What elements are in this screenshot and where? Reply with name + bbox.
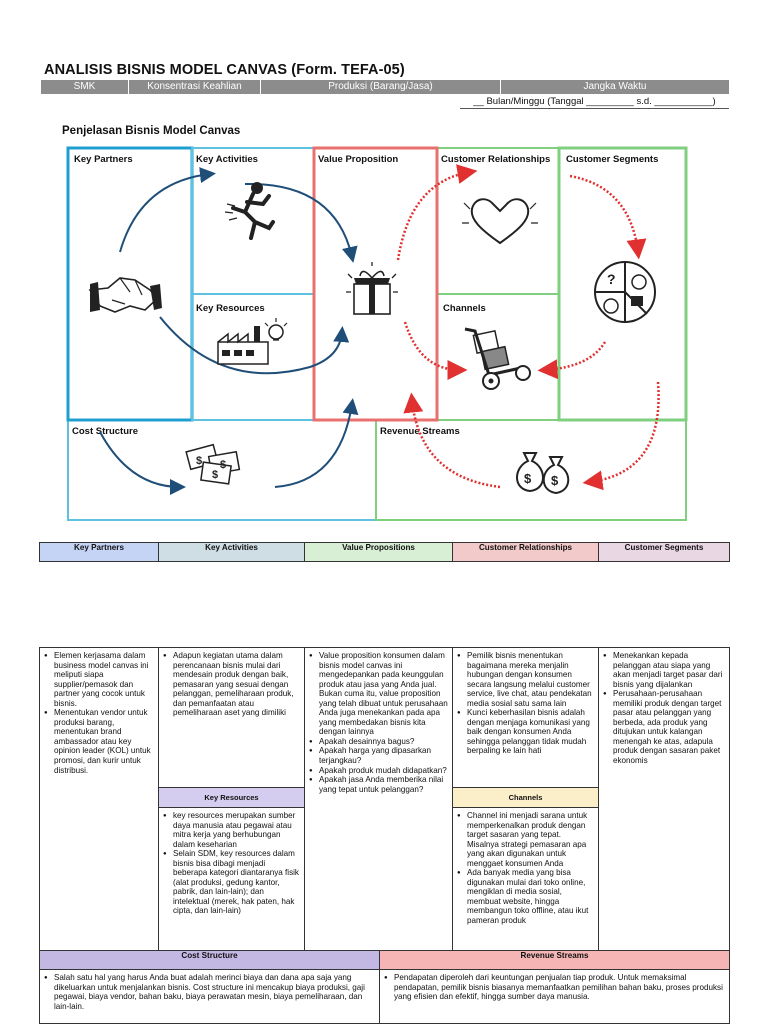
- arrow-value-to-channels: [403, 321, 468, 380]
- list-item: Ada banyak media yang bisa digunakan mul…: [457, 868, 594, 925]
- list-item: Apakah harga yang dipasarkan terjangkau?: [309, 746, 448, 765]
- hand-truck-icon: [464, 327, 531, 390]
- header-key-partners: Key Partners: [39, 542, 159, 562]
- list-item: Pemilik bisnis menentukan bagaimana mere…: [457, 651, 594, 708]
- list-item: Apakah jasa Anda memberika nilai yang te…: [309, 775, 448, 794]
- canvas-title: Penjelasan Bisnis Model Canvas: [62, 125, 241, 137]
- header-col-smk: SMK: [41, 80, 129, 94]
- header-channels: Channels: [453, 788, 598, 807]
- arrow-partners-to-activities: [119, 167, 216, 253]
- list-item: Apakah produk mudah didapatkan?: [309, 766, 448, 777]
- gift-box-icon: [346, 262, 398, 315]
- label-cost-structure: Cost Structure: [72, 426, 138, 437]
- label-customer-relationships: Customer Relationships: [441, 154, 550, 165]
- bmc-cost-revenue-table: Cost Structure Revenue Streams Salah sat…: [39, 950, 730, 1024]
- list-item: key resources merupakan sumber daya manu…: [163, 811, 300, 849]
- arrow-cost-partners: [99, 431, 186, 495]
- cell-cost-structure: Salah satu hal yang harus Anda buat adal…: [39, 969, 380, 1024]
- header-customer-segments: Customer Segments: [598, 542, 730, 562]
- document-title: ANALISIS BISNIS MODEL CANVAS (Form. TEFA…: [44, 62, 405, 78]
- svg-text:$: $: [220, 459, 226, 471]
- cell-revenue-streams: Pendapatan diperoleh dari keuntungan pen…: [379, 969, 730, 1024]
- cell-customer-segments: Menekankan kepada pelanggan atau siapa y…: [598, 647, 730, 951]
- svg-text:?: ?: [607, 271, 616, 287]
- factory-bulb-icon: [217, 318, 288, 365]
- svg-text:$: $: [524, 471, 532, 486]
- arrow-relationships-to-segments: [569, 174, 647, 260]
- svg-text:$: $: [196, 455, 202, 467]
- header-bar: SMK Konsentrasi Keahlian Produksi (Baran…: [41, 80, 729, 94]
- cell-key-resources: Key Resources key resources merupakan su…: [158, 787, 305, 951]
- list-item: Menekankan kepada pelanggan atau siapa y…: [603, 651, 725, 689]
- list-item: Adapun kegiatan utama dalam perencanaan …: [163, 651, 300, 718]
- list-item: Apakah desainnya bagus?: [309, 737, 448, 748]
- label-key-partners: Key Partners: [74, 154, 133, 165]
- list-item: Channel ini menjadi sarana untuk memperk…: [457, 811, 594, 868]
- header-revenue-streams: Revenue Streams: [379, 950, 730, 970]
- header-col-jangka-waktu: Jangka Waktu: [583, 81, 647, 92]
- header-customer-relationships: Customer Relationships: [452, 542, 599, 562]
- arrow-resources-loop: [159, 316, 350, 375]
- bmc-header-table: Key Partners Key Activities Value Propos…: [39, 542, 730, 562]
- header-key-resources: Key Resources: [159, 788, 304, 807]
- arrow-cost-value: [274, 398, 359, 488]
- header-value-propositions: Value Propositions: [304, 542, 453, 562]
- list-item: Selain SDM, key resources dalam bisnis b…: [163, 849, 300, 916]
- arrow-activities-to-value: [244, 182, 358, 263]
- arrow-segments-to-channels: [537, 341, 607, 380]
- heart-icon: [462, 198, 538, 245]
- header-key-activities: Key Activities: [158, 542, 305, 562]
- cell-channels: Channels Channel ini menjadi sarana untu…: [452, 787, 599, 951]
- cell-key-partners: Elemen kerjasama dalam business model ca…: [39, 647, 159, 951]
- list-item: Value proposition konsumen dalam bisnis …: [309, 651, 448, 737]
- cell-key-activities: Adapun kegiatan utama dalam perencanaan …: [158, 647, 305, 788]
- svg-text:$: $: [551, 473, 559, 488]
- cell-value-propositions: Value proposition konsumen dalam bisnis …: [304, 647, 453, 951]
- header-cost-structure: Cost Structure: [39, 950, 380, 970]
- box-value-proposition: [312, 146, 439, 422]
- list-item: Kunci keberhasilan bisnis adalah dengan …: [457, 708, 594, 756]
- arrow-revenue-to-value: [403, 392, 501, 489]
- bmc-diagram: Key Partners Key Activities Key Resource…: [66, 146, 688, 521]
- list-item: Perusahaan-perusahaan memiliki produk de…: [603, 689, 725, 765]
- label-key-resources: Key Resources: [196, 303, 265, 314]
- box-customer-segments: [557, 146, 688, 422]
- bmc-content-table: Elemen kerjasama dalam business model ca…: [39, 647, 730, 951]
- list-item: Menentukan vendor untuk produksi barang,…: [44, 708, 154, 775]
- label-revenue-streams: Revenue Streams: [380, 426, 460, 437]
- arrow-segments-to-revenue: [582, 381, 660, 491]
- header-col-produksi: Produksi (Barang/Jasa): [261, 80, 501, 94]
- money-bills-icon: $ $ $: [185, 443, 241, 485]
- label-customer-segments: Customer Segments: [566, 154, 658, 165]
- label-key-activities: Key Activities: [196, 154, 258, 165]
- money-bags-icon: $ $: [516, 452, 570, 495]
- list-item: Elemen kerjasama dalam business model ca…: [44, 651, 154, 708]
- list-item: Pendapatan diperoleh dari keuntungan pen…: [384, 973, 725, 1002]
- list-item: Salah satu hal yang harus Anda buat adal…: [44, 973, 375, 1011]
- time-range-line: __ Bulan/Minggu (Tanggal _________ s.d. …: [460, 96, 729, 109]
- cell-customer-relationships: Pemilik bisnis menentukan bagaimana mere…: [452, 647, 599, 788]
- segment-pie-icon: ?: [594, 261, 656, 323]
- arrow-value-to-relationships: [396, 164, 478, 261]
- handshake-icon: [88, 277, 162, 313]
- svg-text:$: $: [212, 469, 218, 481]
- label-channels: Channels: [443, 303, 486, 314]
- header-col-konsentrasi: Konsentrasi Keahlian: [129, 80, 261, 94]
- running-person-icon: [224, 182, 275, 240]
- label-value-proposition: Value Proposition: [318, 154, 398, 165]
